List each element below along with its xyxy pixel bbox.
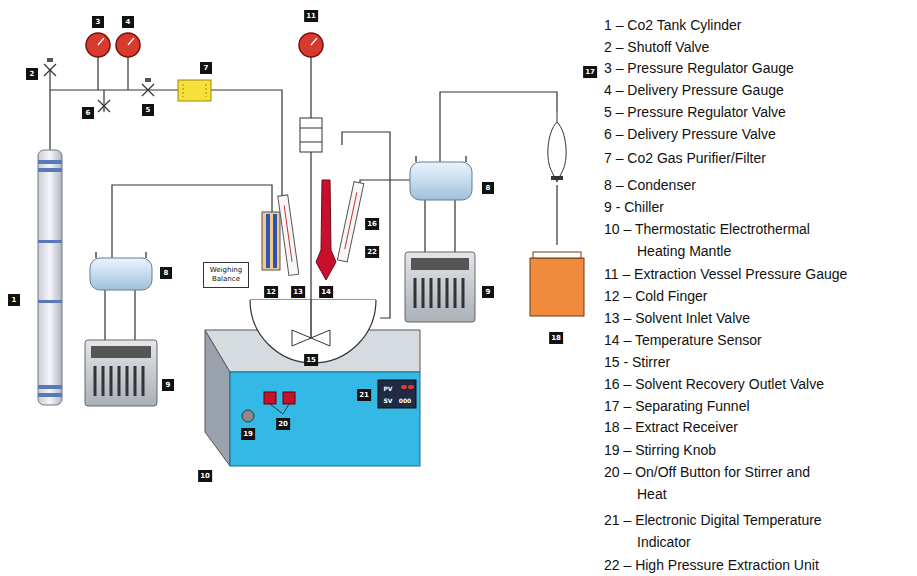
callout-number: 13 xyxy=(291,286,305,298)
callout-number: 9 xyxy=(162,379,174,391)
callout-number: 7 xyxy=(200,62,212,74)
callout-number: 8 xyxy=(160,267,172,279)
key-entry: 17 – Separating Funnel xyxy=(604,395,750,417)
callout-number: 1 xyxy=(8,294,20,306)
display-text: 000 xyxy=(399,397,412,404)
key-entry: 13 – Solvent Inlet Valve xyxy=(604,307,750,329)
vent-bar xyxy=(454,278,457,308)
key-entry: 6 – Delivery Pressure Valve xyxy=(604,123,776,145)
vent-bar xyxy=(462,278,465,308)
vent-bar xyxy=(134,366,137,396)
key-entry: 19 – Stirring Knob xyxy=(604,439,716,461)
key-entry: 10 – Thermostatic Electrothermal Heating… xyxy=(604,218,854,262)
callout-number: 6 xyxy=(82,107,94,119)
callout-number: 8 xyxy=(482,182,494,194)
key-entry: 15 - Stirrer xyxy=(604,351,670,373)
vent-bar xyxy=(438,278,441,308)
key-entry: 20 – On/Off Button for Stirrer and Heat xyxy=(604,461,816,505)
vent-bar xyxy=(142,366,145,396)
key-entry: 5 – Pressure Regulator Valve xyxy=(604,101,786,123)
vent-bar xyxy=(446,278,449,308)
display-text: SV xyxy=(384,397,393,404)
key-entry: 18 – Extract Receiver xyxy=(604,416,738,438)
vent-bar xyxy=(414,278,417,308)
callout-number: 16 xyxy=(365,218,379,230)
key-entry: 3 – Pressure Regulator Gauge xyxy=(604,57,794,79)
vent-bar xyxy=(102,366,105,396)
key-entry: 14 – Temperature Sensor xyxy=(604,329,762,351)
node-label: Weighing Balance xyxy=(204,266,248,284)
callout-number: 12 xyxy=(264,286,278,298)
callout-number: 17 xyxy=(583,66,597,78)
key-entry: 2 – Shutoff Valve xyxy=(604,36,709,58)
callout-number: 4 xyxy=(122,16,134,28)
key-entry: 21 – Electronic Digital Temperature Indi… xyxy=(604,509,860,553)
callout-number: 20 xyxy=(276,418,290,430)
callout-number: 15 xyxy=(304,354,318,366)
vent-bar xyxy=(110,366,113,396)
callout-number: 22 xyxy=(365,246,379,258)
display-text: PV xyxy=(383,385,392,392)
vent-bar xyxy=(422,278,425,308)
callout-number: 5 xyxy=(142,104,154,116)
callout-number: 2 xyxy=(26,68,38,80)
callout-number: 18 xyxy=(549,332,563,344)
key-entry: 12 – Cold Finger xyxy=(604,285,708,307)
callout-number: 9 xyxy=(482,286,494,298)
key-entry: 1 – Co2 Tank Cylinder xyxy=(604,14,741,36)
callout-number: 10 xyxy=(198,470,212,482)
callout-number: 19 xyxy=(241,428,255,440)
key-entry: 22 – High Pressure Extraction Unit xyxy=(604,554,819,576)
key-entry: 8 – Condenser xyxy=(604,174,696,196)
key-entry: 7 – Co2 Gas Purifier/Filter xyxy=(604,147,766,169)
vent-bar xyxy=(94,366,97,396)
key-entry: 16 – Solvent Recovery Outlet Valve xyxy=(604,373,824,395)
key-entry: 9 - Chiller xyxy=(604,196,664,218)
weighing-balance-box: Weighing Balance xyxy=(203,262,249,288)
vent-bar xyxy=(126,366,129,396)
callout-number: 3 xyxy=(92,16,104,28)
callout-number: 11 xyxy=(304,10,318,22)
callout-number: 14 xyxy=(319,286,333,298)
vent-bar xyxy=(118,366,121,396)
key-entry: 4 – Delivery Pressure Gauge xyxy=(604,79,784,101)
callout-number: 21 xyxy=(357,389,371,401)
key-entry: 11 – Extraction Vessel Pressure Gauge xyxy=(604,263,847,285)
vent-bar xyxy=(430,278,433,308)
